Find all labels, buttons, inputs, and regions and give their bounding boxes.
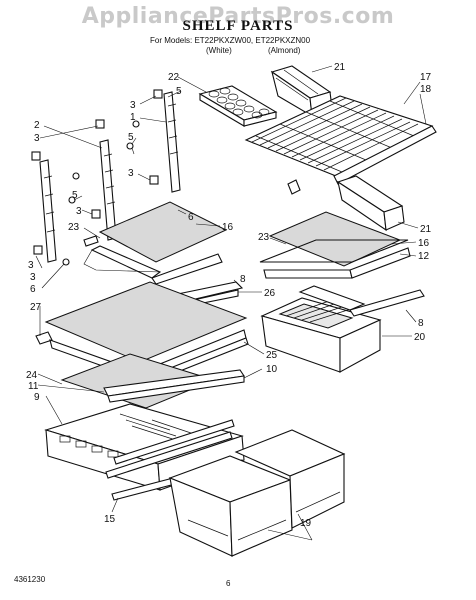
deli-drawer (260, 285, 425, 373)
callout-3-mid: 3 (128, 168, 134, 179)
callout-10: 10 (266, 364, 278, 375)
callout-12: 12 (418, 251, 430, 262)
document-number: 4361230 (14, 575, 46, 584)
glass-shelf-left-upper (83, 201, 228, 285)
callout-8-right: 8 (418, 318, 424, 329)
callout-leaders (35, 65, 427, 541)
callout-6-mid: 6 (188, 212, 194, 223)
models-line: For Models: ET22PKXZW00, ET22PKXZN00 (150, 36, 311, 45)
callout-9: 9 (34, 392, 40, 403)
callout-19: 19 (300, 518, 312, 529)
callout-27: 27 (30, 302, 42, 313)
page-number: 6 (226, 579, 231, 588)
callout-25: 25 (266, 350, 278, 361)
callout-16-left: 16 (222, 222, 234, 233)
callout-3-top: 3 (130, 100, 136, 111)
door-bin-mid (336, 175, 405, 232)
callout-1: 1 (130, 112, 136, 123)
callout-3-lower: 3 (76, 206, 82, 217)
callout-6-left: 6 (30, 284, 36, 295)
callout-11: 11 (28, 381, 39, 392)
callout-8-left: 8 (240, 274, 246, 285)
callout-17: 17 (420, 72, 432, 83)
callout-5-top: 5 (176, 86, 182, 97)
glass-shelf-lower (60, 353, 245, 409)
callout-18: 18 (420, 84, 432, 95)
callout-21-top: 21 (334, 62, 346, 73)
color-white: (White) (206, 46, 232, 55)
crisper-drawers (168, 429, 346, 557)
callout-2: 2 (34, 120, 40, 131)
callout-24: 24 (26, 370, 38, 381)
callout-16-right: 16 (418, 238, 430, 249)
glass-shelf-right (259, 211, 411, 279)
callout-3-bottom: 3 (28, 260, 34, 271)
callout-22: 22 (168, 72, 180, 83)
color-almond: (Almond) (268, 46, 301, 55)
callout-20: 20 (414, 332, 426, 343)
egg-tray (198, 85, 278, 127)
callout-5-left: 5 (72, 190, 78, 201)
callout-3-left: 3 (34, 133, 40, 144)
callout-21-mid: 21 (420, 224, 432, 235)
wire-shelf-top (244, 95, 437, 195)
callout-numbers: 22 5 3 1 2 3 5 3 3 6 5 3 16 23 3 6 27 8 … (26, 62, 432, 529)
callout-23-left: 23 (68, 222, 80, 233)
callout-26: 26 (264, 288, 276, 299)
watermark: AppliancePartsPros.com (81, 4, 395, 29)
callout-5-mid: 5 (128, 132, 134, 143)
callout-15: 15 (104, 514, 116, 525)
callout-3-foot: 3 (30, 272, 36, 283)
page-title: SHELF PARTS (182, 18, 294, 34)
callout-23-right: 23 (258, 232, 270, 243)
